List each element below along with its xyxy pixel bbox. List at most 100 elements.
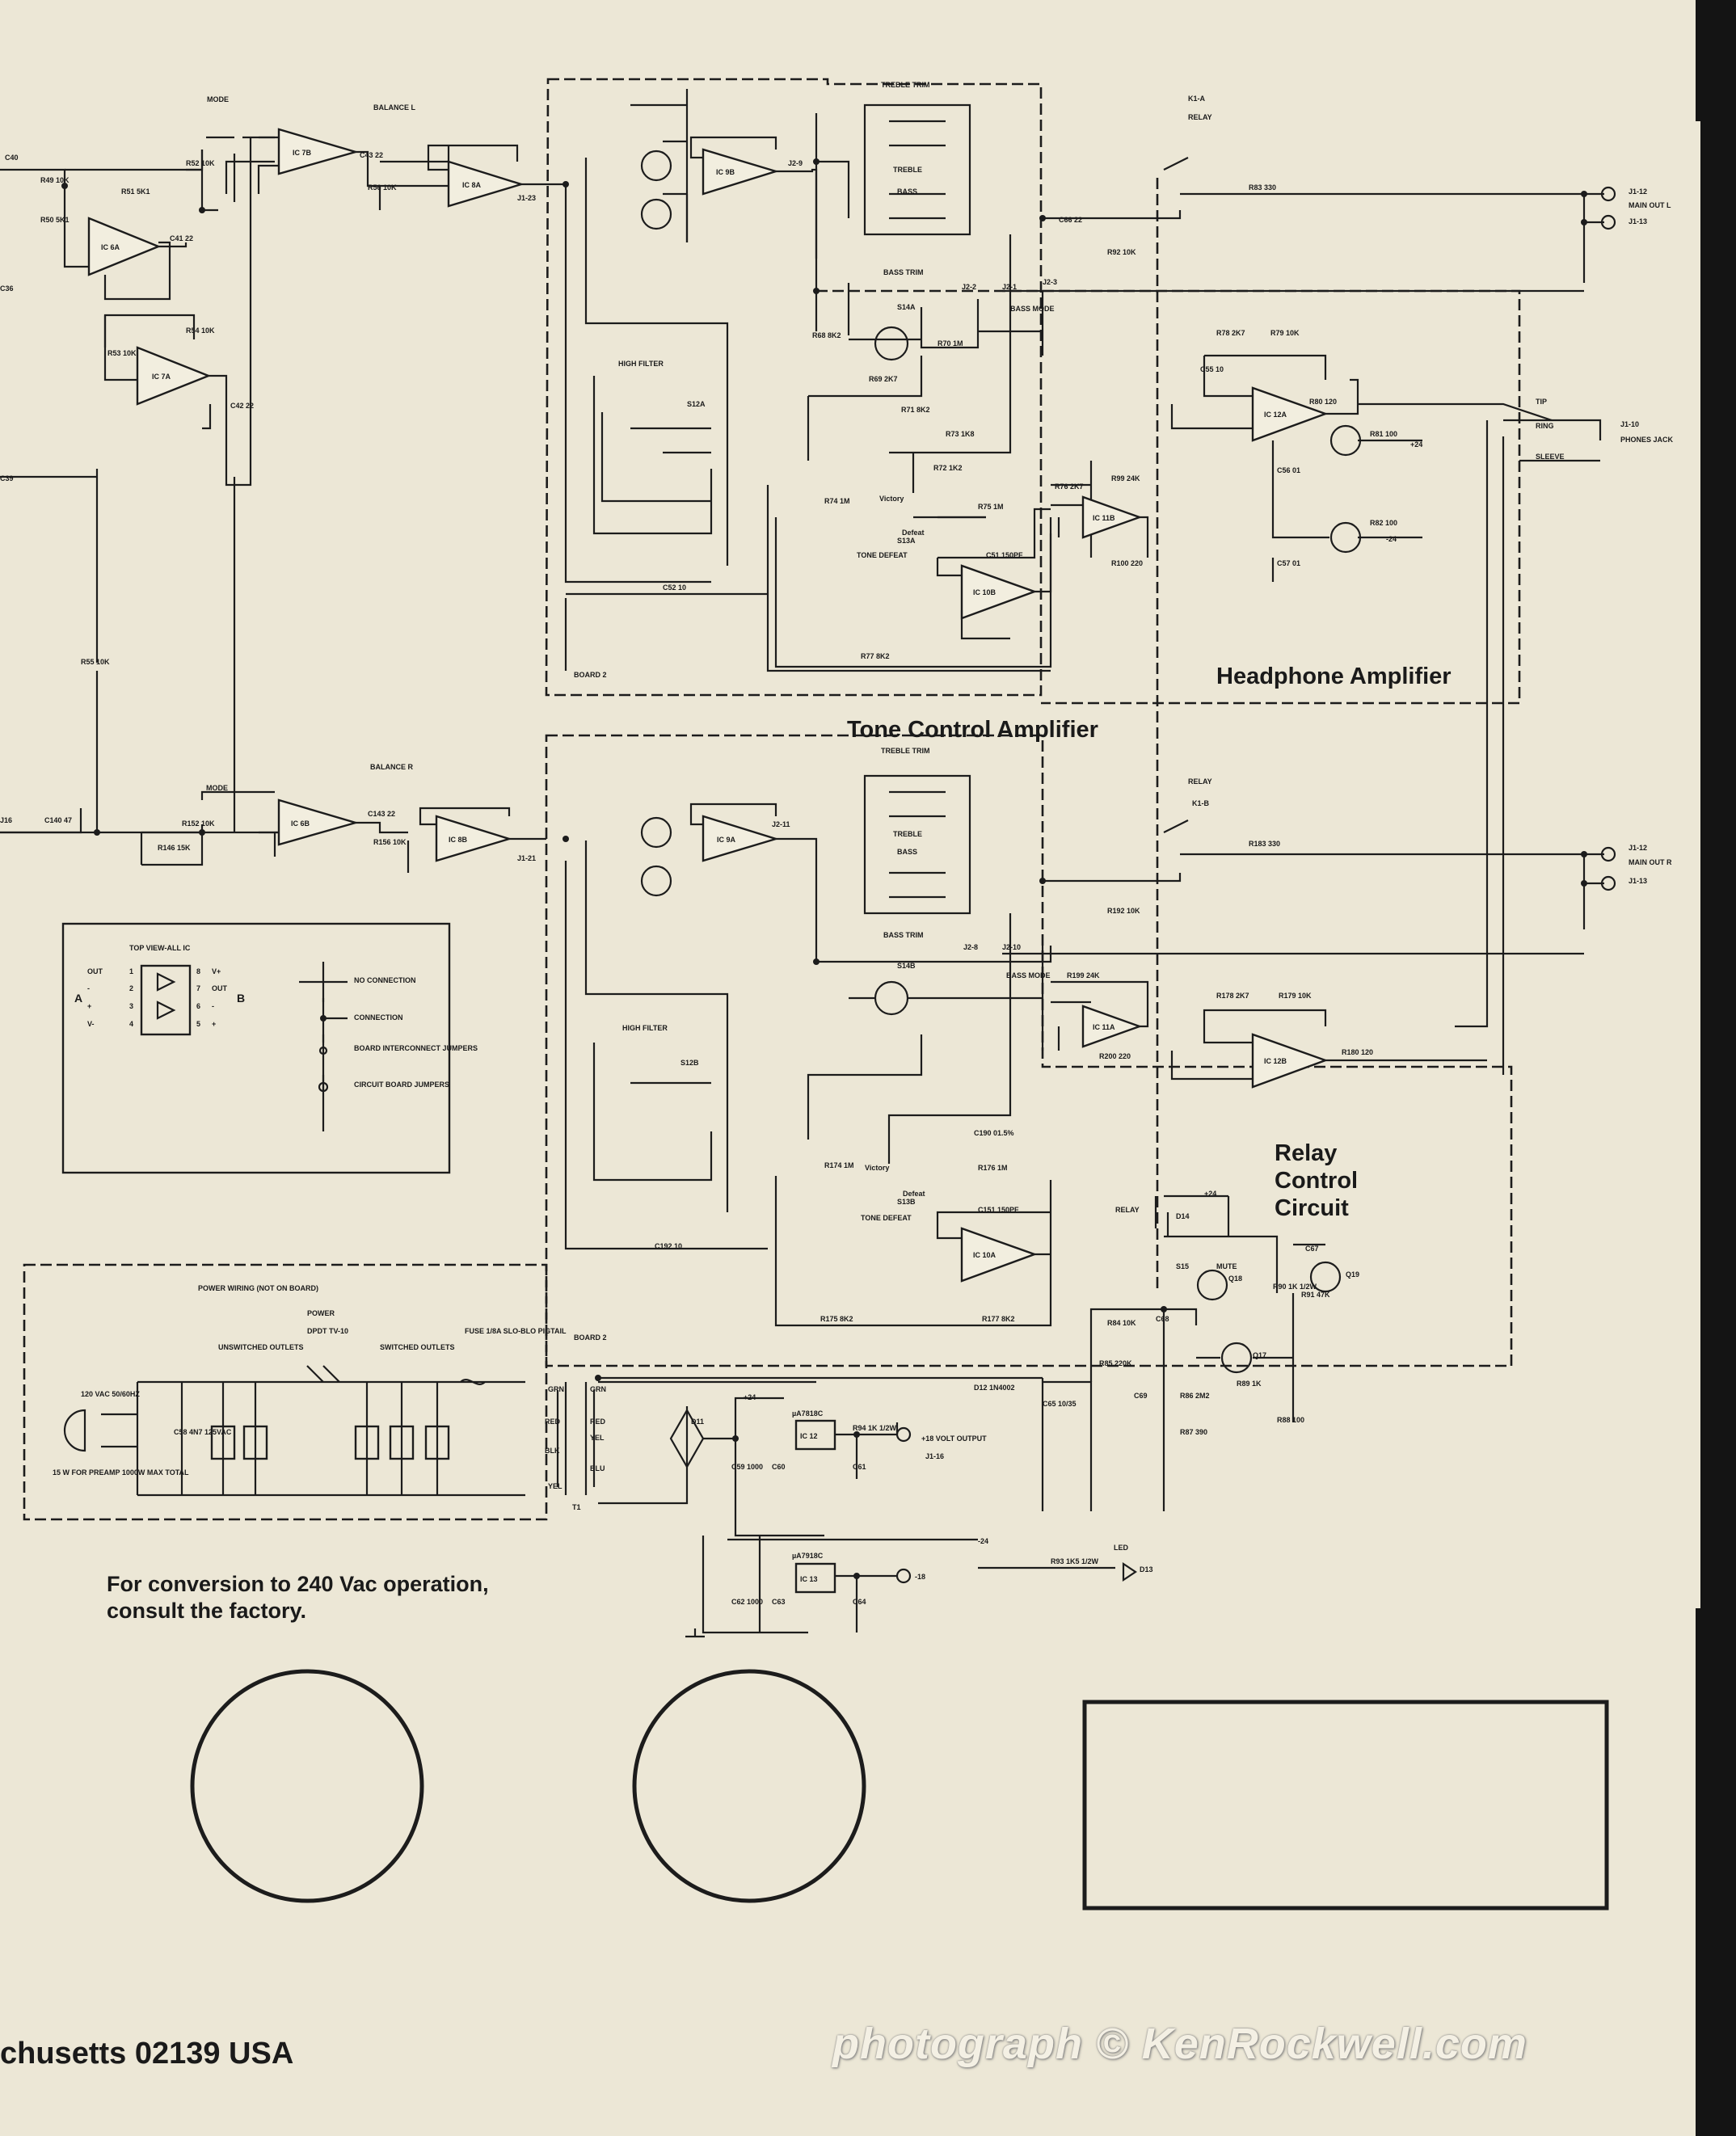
ic8b-opamp (435, 815, 513, 862)
legend-circuit-jumpers: CIRCUIT BOARD JUMPERS (354, 1081, 449, 1089)
r80-label: R80 120 (1309, 398, 1337, 406)
pin-label-8: V+ (212, 967, 221, 975)
bass-trim-label-upper: BASS TRIM (883, 268, 924, 276)
page-right-edge (1696, 0, 1736, 2136)
r49-label: R49 10K (40, 176, 70, 184)
c51-label: C51 150PF (986, 551, 1023, 559)
r94-label: R94 1K 1/2W (853, 1424, 897, 1432)
defeat-label-upper: Defeat (902, 529, 925, 537)
minus18-label: -18 (915, 1573, 925, 1581)
ua7818-label: µA7818C (792, 1409, 824, 1418)
c66-label: C66 22 (1059, 216, 1082, 224)
r86-label: R86 2M2 (1180, 1392, 1210, 1400)
power-label: POWER (307, 1309, 335, 1317)
r179-label: R179 10K (1279, 992, 1312, 1000)
ua7918-label: µA7918C (792, 1552, 824, 1560)
j211-label: J2-11 (772, 820, 790, 828)
r183-label: R183 330 (1249, 840, 1280, 848)
side-a-label: A (74, 992, 82, 1005)
mute-label: MUTE (1216, 1262, 1237, 1270)
s14b-label: S14B (897, 962, 916, 970)
d11-label: D11 (691, 1418, 704, 1426)
r85-label: R85 220K (1099, 1359, 1132, 1367)
main-out-r-label: MAIN OUT R (1629, 858, 1672, 866)
main-out-r-jack (1600, 846, 1616, 862)
c40-label: C40 (5, 154, 19, 162)
legend-box: TOP VIEW-ALL IC OUT - + V- 1 2 3 4 8 7 6… (61, 922, 478, 1174)
r55-label: R55 10K (81, 658, 110, 666)
ic8b-label: IC 8B (449, 836, 468, 844)
r74-label: R74 1M (824, 497, 850, 505)
d13-label: D13 (1140, 1565, 1153, 1574)
ic7b-opamp (277, 128, 360, 175)
r180-label: R180 120 (1342, 1048, 1373, 1056)
r100-label: R100 220 (1111, 559, 1143, 567)
relay-title-line-3: Circuit (1275, 1195, 1349, 1221)
r79-label: R79 10K (1270, 329, 1300, 337)
board-2-label-upper: BOARD 2 (574, 671, 607, 679)
watermark: photograph © KenRockwell.com (832, 2020, 1527, 2068)
treble-label-lower: TREBLE (893, 830, 922, 838)
r178-label: R178 2K7 (1216, 992, 1249, 1000)
power-wiring: POWER WIRING (NOT ON BOARD) POWER DPDT T… (53, 1284, 567, 1497)
ic6b-label: IC 6B (291, 819, 310, 828)
r53-label: R53 10K (107, 349, 137, 357)
r78-label: R78 2K7 (1216, 329, 1245, 337)
r192-label: R192 10K (1107, 907, 1140, 915)
main-out-l-jack (1600, 186, 1616, 202)
ic6a-opamp (87, 217, 162, 276)
t1-wire-blu-r: BLU (590, 1464, 605, 1472)
r90-label: R90 1K 1/2W (1273, 1283, 1317, 1291)
c190-label: C190 01.5% (974, 1129, 1014, 1137)
bass-mode-label-lower: BASS MODE (1006, 971, 1051, 980)
fuse-label: FUSE 1/8A SLO-BLO PIGTAIL (465, 1327, 567, 1335)
sleeve-label: SLEEVE (1536, 453, 1565, 461)
q16b-transistor (874, 980, 909, 1016)
q16-transistor (874, 326, 909, 361)
r146-label: R146 15K (158, 844, 191, 852)
mounting-hole-left (190, 1669, 424, 1903)
r83-label: R83 330 (1249, 183, 1276, 192)
ic10a-label: IC 10A (973, 1251, 997, 1259)
q15b-transistor (640, 865, 672, 897)
bass-mode-label-upper: BASS MODE (1010, 305, 1055, 313)
ic7a-opamp (136, 346, 212, 406)
ic12-label: IC 12 (800, 1432, 818, 1440)
treble-trim-label-lower: TREBLE TRIM (881, 747, 930, 755)
plus24-label-psu: +24 (744, 1393, 756, 1401)
board-2-label-lower: BOARD 2 (574, 1333, 607, 1342)
power-supply-regulators: D11 IC 12 µA7818C +18 VOLT OUTPUT J1-16 … (598, 1380, 1153, 1638)
c151-label: C151 150PF (978, 1206, 1019, 1214)
d12-label: D12 1N4002 (974, 1384, 1015, 1392)
pin-label-7: OUT (212, 984, 228, 992)
j22-label: J2-2 (962, 283, 976, 291)
c68-label: C68 (1156, 1315, 1169, 1323)
ic13-label: IC 13 (800, 1575, 818, 1583)
t1-wire-red-r: RED (590, 1418, 606, 1426)
victory-label-lower: Victory (865, 1164, 889, 1172)
board-outline-tone-upper (545, 78, 1043, 697)
j110-label: J1-10 (1620, 420, 1639, 428)
upper-left-input-stage (0, 136, 283, 865)
balance-r-label: BALANCE R (370, 763, 413, 771)
tone-defeat-label-lower: TONE DEFEAT (861, 1214, 912, 1222)
relay-title-line-2: Control (1275, 1168, 1358, 1194)
c60-label: C60 (772, 1463, 786, 1471)
lower-left-input-stage (0, 790, 546, 873)
r89-label: R89 1K (1237, 1380, 1262, 1388)
conversion-note: For conversion to 240 Vac operation, con… (107, 1571, 624, 1624)
c143-label: C143 22 (368, 810, 395, 818)
c67-label: C67 (1305, 1245, 1319, 1253)
j123-label: J1-23 (517, 194, 536, 202)
conversion-note-line-1: For conversion to 240 Vac operation, (107, 1572, 489, 1596)
upper-tone-control (564, 89, 1149, 672)
connection-dots (61, 158, 1587, 1579)
r69-label: R69 2K7 (869, 375, 898, 383)
ic12b-opamp (1251, 1033, 1329, 1089)
transformer-t1: GRN RED BLK YEL GRN RED YEL BLU T1 (545, 1382, 606, 1511)
r72-label: R72 1K2 (933, 464, 963, 472)
main-out-l-label: MAIN OUT L (1629, 201, 1671, 209)
fuse-symbol (460, 1379, 486, 1385)
board-outline-power (23, 1263, 548, 1521)
